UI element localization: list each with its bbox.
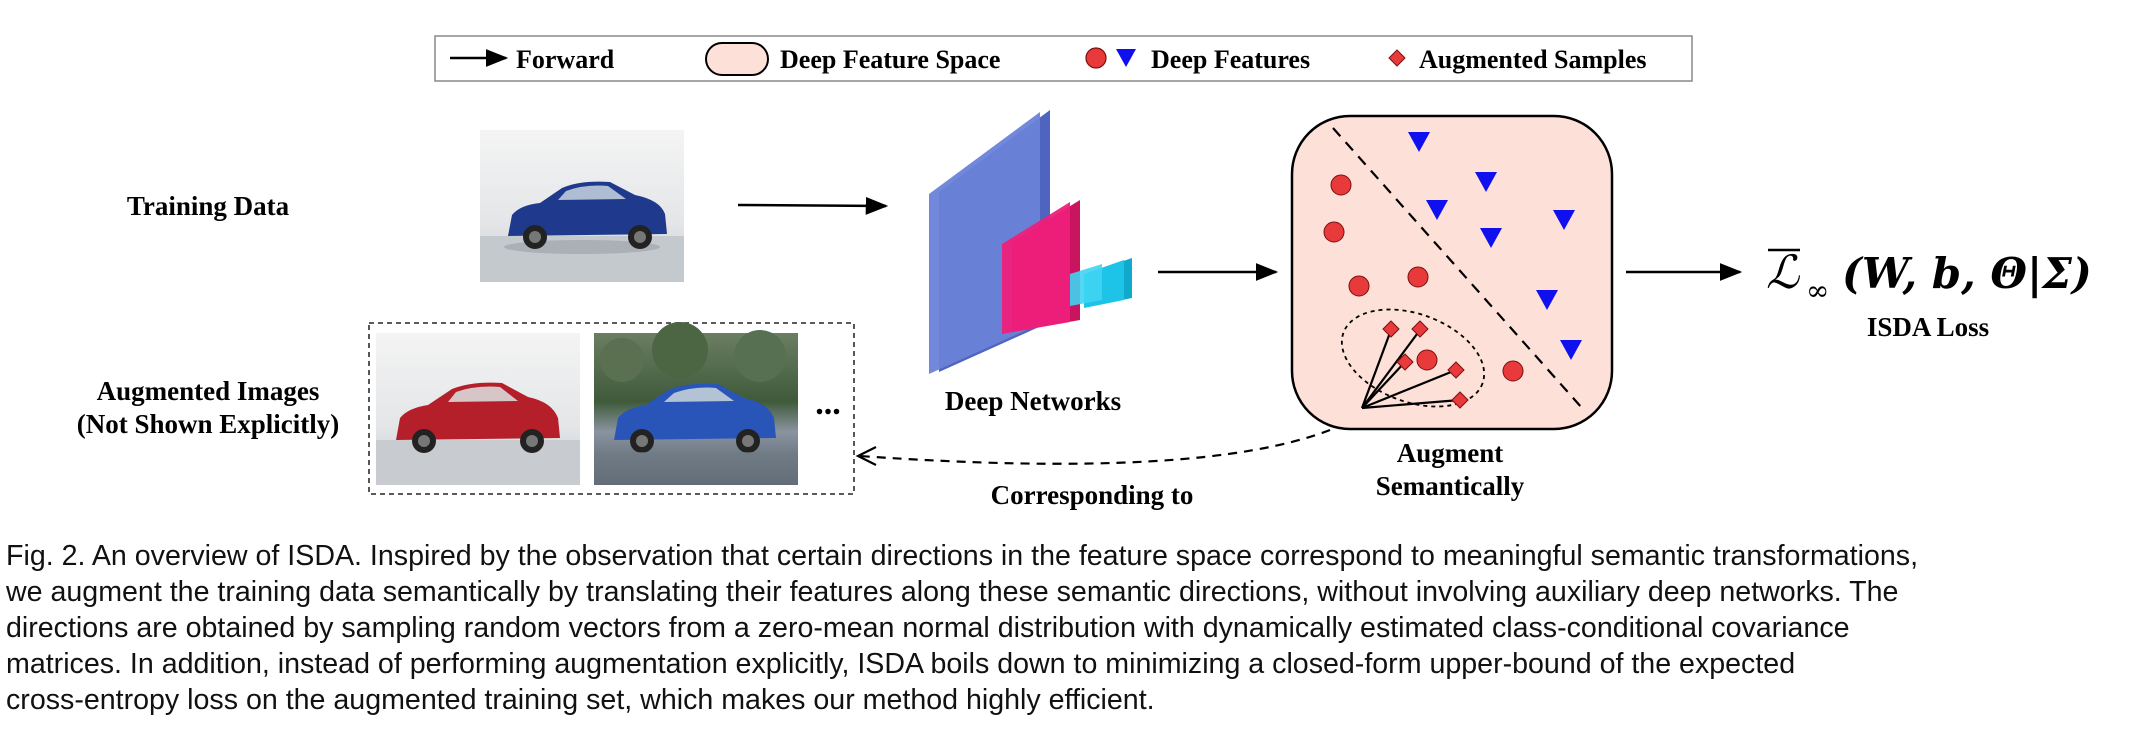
corresponding-dashed-arrow <box>859 428 1331 465</box>
legend-deep-feature-space-label: Deep Feature Space <box>780 45 1000 74</box>
training-car-image <box>480 130 684 282</box>
deep-networks-label: Deep Networks <box>945 386 1121 416</box>
feature-triangle <box>1536 290 1558 310</box>
data-to-network-arrow <box>737 196 889 215</box>
feature-space-swatch-icon <box>705 42 769 76</box>
semantic-direction-lines <box>1360 329 1461 410</box>
feature-circle <box>1502 360 1524 382</box>
decision-boundary-line <box>1332 127 1583 409</box>
augment-label-line2: Semantically <box>1376 471 1525 501</box>
feature-circle <box>1407 266 1429 288</box>
legend-augmented-samples-label: Augmented Samples <box>1419 45 1647 74</box>
feature-circle <box>1416 349 1438 371</box>
ellipsis-text: ... <box>815 385 841 422</box>
feature-space-panel <box>1290 114 1614 431</box>
formula-arguments: (W, b, Θ|Σ) <box>1842 249 2092 298</box>
augmented-sample-diamond <box>1396 353 1414 371</box>
formula-subscript: ∞ <box>1806 274 1829 307</box>
caption-line: matrices. In addition, instead of perfor… <box>6 648 1796 680</box>
augmented-images-label-line2: (Not Shown Explicitly) <box>77 409 340 439</box>
feature-circle <box>1330 174 1352 196</box>
augmented-sample-diamond <box>1447 361 1465 379</box>
training-data-label: Training Data <box>127 191 290 221</box>
feature-circle <box>1323 221 1345 243</box>
legend: Forward Deep Feature Space Deep Features… <box>434 35 1693 82</box>
caption-line: we augment the training data semanticall… <box>6 576 1899 608</box>
augmented-sample-diamond <box>1382 320 1400 338</box>
corresponding-to-label: Corresponding to <box>991 480 1194 510</box>
feature-triangle <box>1408 132 1430 152</box>
augmented-images-label-line1: Augmented Images <box>97 376 320 406</box>
feature-triangle <box>1426 200 1448 220</box>
feature-triangle <box>1480 228 1502 248</box>
augmented-sample-diamond <box>1451 391 1469 409</box>
feature-triangle <box>1475 172 1497 192</box>
augmented-sample-diamond <box>1411 320 1429 338</box>
augmented-blue-car-image <box>594 322 798 485</box>
augmented-sample-diamond-icon <box>1388 49 1406 67</box>
legend-deep-features-label: Deep Features <box>1151 45 1310 74</box>
feature-triangle-icon <box>1116 49 1136 67</box>
legend-forward-label: Forward <box>516 45 615 74</box>
augmented-images-box <box>368 322 855 495</box>
deep-network-layers-icon <box>929 110 1132 374</box>
feature-circle <box>1348 275 1370 297</box>
corresponding-arrowhead-icon <box>855 446 877 466</box>
augment-label-line1: Augment <box>1397 438 1504 468</box>
augmentation-region-ellipse <box>1340 308 1486 408</box>
figure-caption: Fig. 2. An overview of ISDA. Inspired by… <box>6 538 2136 718</box>
isda-loss-formula: ℒ ∞ (W, b, Θ|Σ) <box>1766 245 2092 307</box>
isda-loss-label: ISDA Loss <box>1867 312 1989 342</box>
formula-loss-symbol: ℒ <box>1766 245 1800 299</box>
feature-triangle <box>1560 340 1582 360</box>
feature-circle-icon <box>1085 47 1107 69</box>
feature-space-box <box>1290 114 1614 431</box>
caption-line: Fig. 2. An overview of ISDA. Inspired by… <box>6 540 1919 572</box>
legend-box <box>434 35 1693 82</box>
caption-line: cross-entropy loss on the augmented trai… <box>6 684 1155 716</box>
feature-triangle <box>1553 210 1575 230</box>
isda-overview-diagram: Forward Deep Feature Space Deep Features… <box>77 35 2092 510</box>
caption-line: directions are obtained by sampling rand… <box>6 612 1850 644</box>
augmented-red-car-image <box>376 333 580 485</box>
